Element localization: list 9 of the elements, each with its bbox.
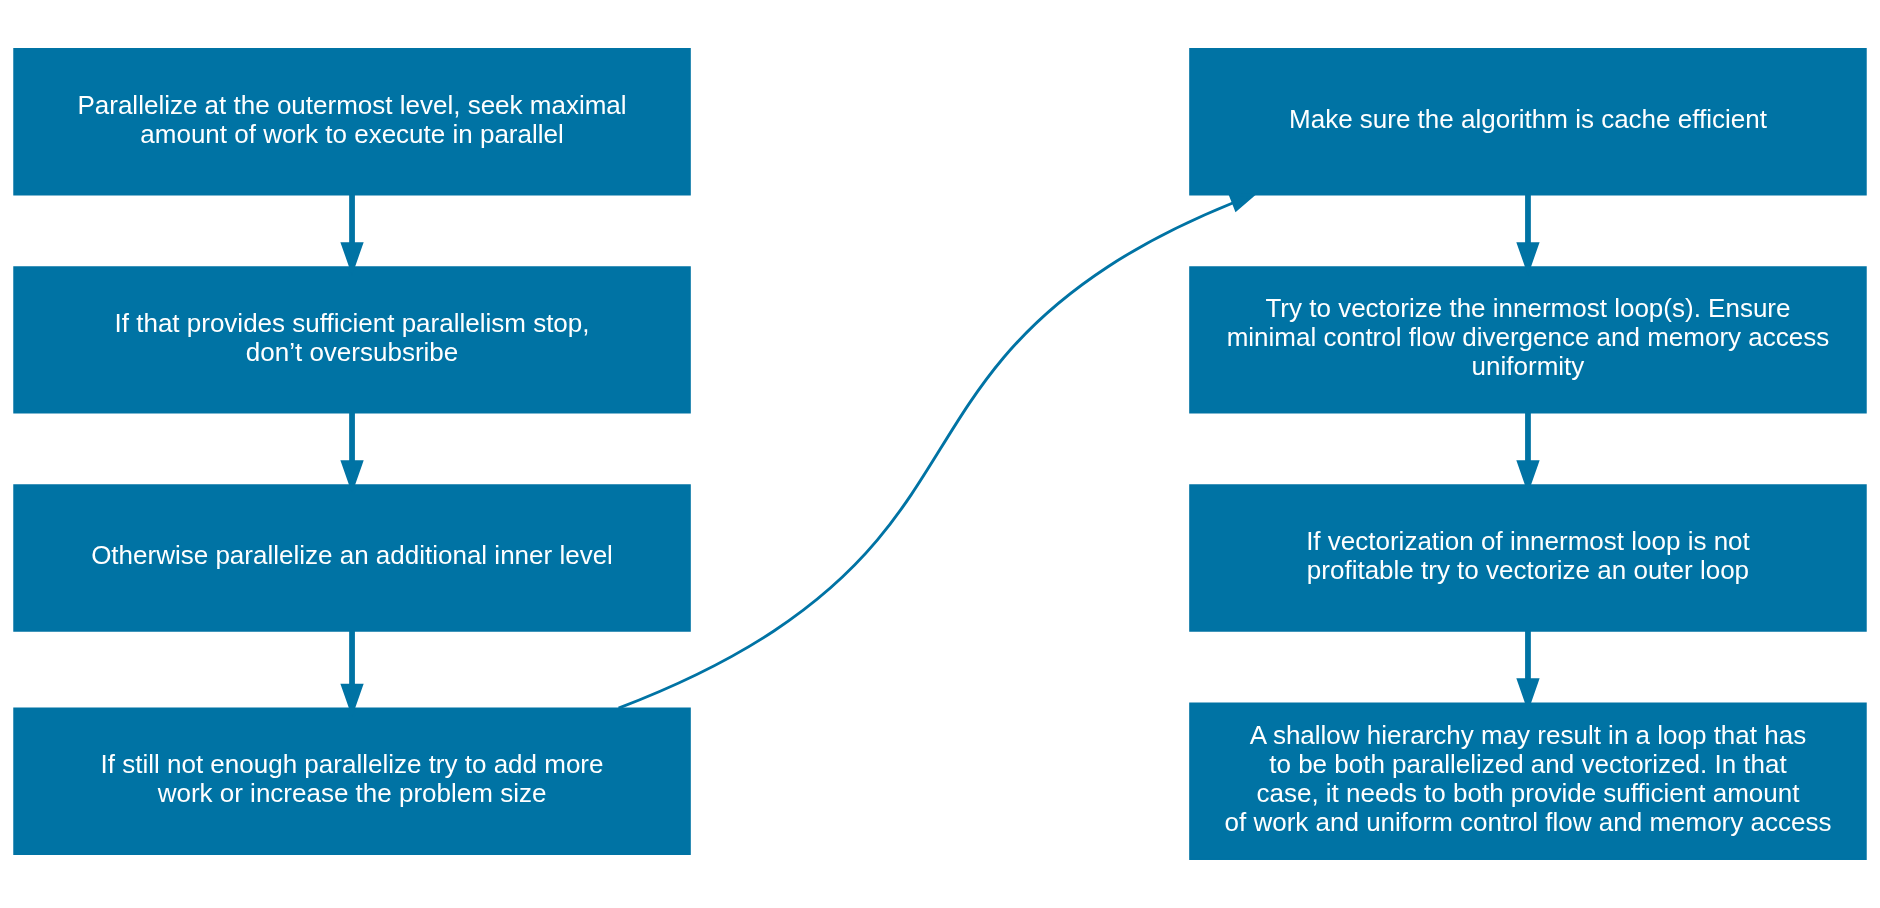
node-box: Otherwise parallelize an additional inner level xyxy=(13,484,691,632)
node-box: If that provides sufficient parallelism stop, don’t oversubsribe xyxy=(13,266,691,414)
node-box: A shallow hierarchy may result in a loop that has to be both parallelized and vectorized. In that case, it needs to both provide sufficient amount of work and uniform control flow and memory access xyxy=(1189,702,1867,860)
node-box: Parallelize at the outermost level, seek maximal amount of work to execute in parallel xyxy=(13,48,691,196)
node-box: If still not enough parallelize try to add more work or increase the problem size xyxy=(13,707,691,855)
node-box: If vectorization of innermost loop is not profitable try to vectorize an outer loop xyxy=(1189,484,1867,632)
node-box: Try to vectorize the innermost loop(s). Ensure minimal control flow divergence and memory access uniformity xyxy=(1189,266,1867,414)
node-box: Make sure the algorithm is cache efficient xyxy=(1189,48,1867,196)
arrow xyxy=(618,193,1258,710)
